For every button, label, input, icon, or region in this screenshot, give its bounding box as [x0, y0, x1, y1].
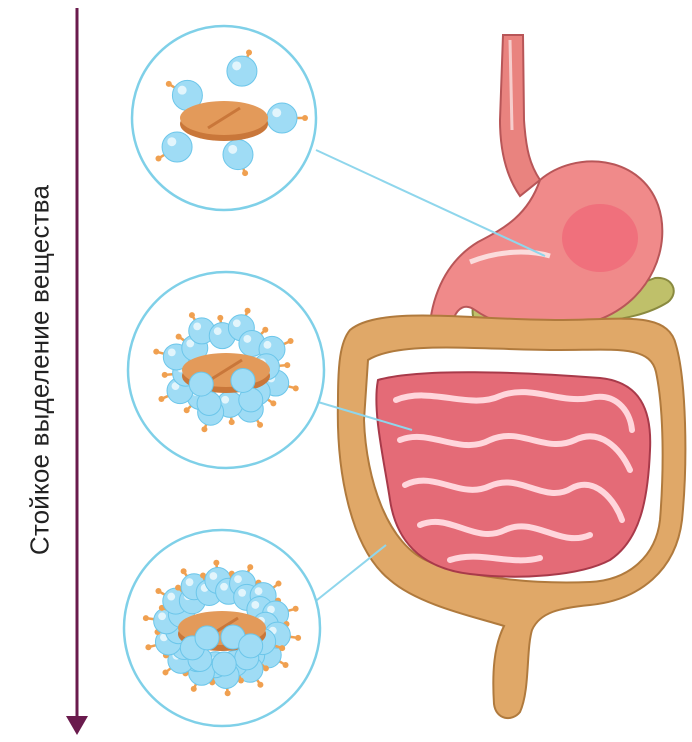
spike-tip [217, 315, 223, 321]
particle-icon [227, 56, 257, 86]
spike-tip [293, 606, 299, 612]
small-intestine-stage [128, 272, 324, 468]
particle-icon [267, 103, 297, 133]
particle-shine [243, 335, 251, 343]
particle-shine [167, 593, 175, 601]
stomach-glow [562, 204, 638, 272]
spike-tip [246, 50, 252, 56]
esophagus-highlight [510, 40, 512, 130]
spike-tip [145, 644, 151, 650]
particle-shine [186, 578, 194, 586]
particle-icon [239, 634, 263, 658]
spike-tip [257, 682, 263, 688]
large-intestine-stage [124, 530, 320, 726]
particle-icon [223, 140, 253, 170]
spike-tip [279, 645, 285, 651]
spike-tip [225, 690, 231, 696]
spike-tip [166, 81, 172, 87]
spike-tip [247, 564, 253, 570]
release-stages [124, 26, 324, 726]
spike-tip [293, 385, 299, 391]
particle-shine [228, 145, 237, 154]
spike-tip [302, 115, 308, 121]
spike-tip [153, 349, 159, 355]
digestive-tract-illustration [338, 35, 686, 718]
spike-tip [295, 635, 301, 641]
particle-icon [212, 652, 236, 676]
particle-shine [167, 137, 176, 146]
spike-tip [242, 170, 248, 176]
spike-tip [270, 400, 276, 406]
particle-shine [158, 612, 166, 620]
connector-large-intestine [307, 545, 386, 608]
particle-shine [214, 327, 222, 335]
spike-tip [158, 396, 164, 402]
spike-tip [162, 372, 168, 378]
spike-tip [263, 665, 269, 671]
particle-shine [272, 108, 281, 117]
spike-tip [283, 662, 289, 668]
spike-tip [176, 334, 182, 340]
spike-tip [184, 407, 190, 413]
particle-icon [195, 626, 219, 650]
spike-tip [175, 585, 181, 591]
particle-shine [209, 572, 217, 580]
spike-tip [181, 568, 187, 574]
down-arrow-icon [66, 716, 88, 735]
spike-tip [229, 419, 235, 425]
particle-icon [231, 368, 255, 392]
time-axis [66, 8, 88, 735]
particle-shine [168, 348, 176, 356]
spike-tip [143, 615, 149, 621]
spike-tip [288, 338, 294, 344]
small-intestine [376, 372, 650, 576]
axis-label: Стойкое выделение вещества [25, 185, 56, 555]
particle-shine [264, 341, 272, 349]
particle-shine [251, 601, 259, 609]
spike-tip [213, 560, 219, 566]
spike-tip [155, 155, 161, 161]
particle-icon [162, 132, 192, 162]
tablet-icon [180, 101, 268, 141]
spike-tip [262, 327, 268, 333]
particle-shine [233, 319, 241, 327]
spike-tip [245, 308, 251, 314]
spike-tip [155, 588, 161, 594]
spike-tip [276, 581, 282, 587]
particle-icon [189, 372, 213, 396]
particle-shine [193, 322, 201, 330]
particle-shine [255, 587, 263, 595]
spike-tip [191, 686, 197, 692]
particle-shine [232, 61, 241, 70]
particle-shine [221, 396, 229, 404]
spike-tip [257, 422, 263, 428]
spike-tip [162, 669, 168, 675]
particle-shine [238, 589, 246, 597]
spike-tip [189, 312, 195, 318]
esophagus [500, 35, 540, 196]
particle-shine [178, 86, 187, 95]
spike-tip [284, 362, 290, 368]
stomach-stage [132, 26, 316, 210]
particle-shine [234, 575, 242, 583]
spike-tip [201, 426, 207, 432]
particle-shine [220, 583, 228, 591]
